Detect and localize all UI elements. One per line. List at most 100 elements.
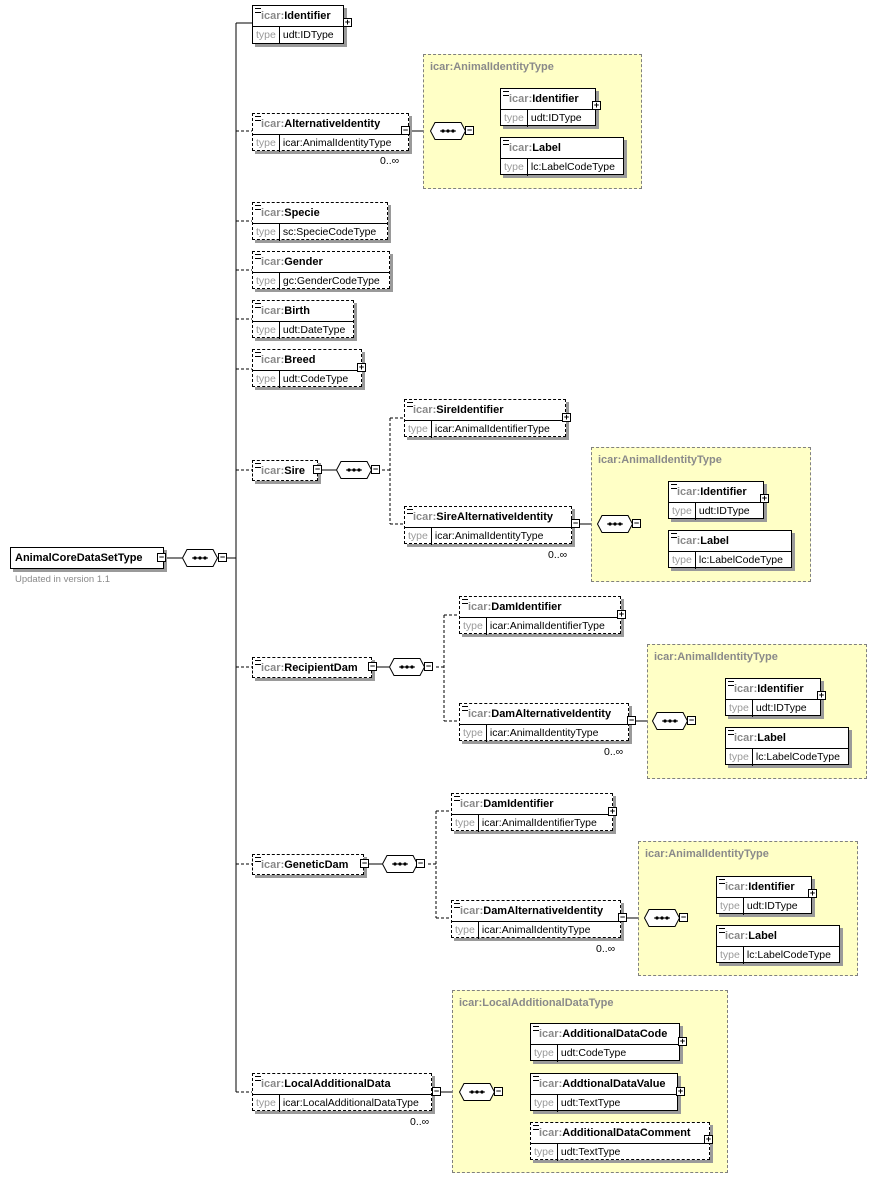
element-name: Gender [284,256,323,268]
expand-breed-icon[interactable]: + [357,362,366,372]
expand-icon[interactable]: + [592,100,601,110]
collapse-genetic-dam-icon[interactable]: − [360,858,369,868]
element-name: DamAlternativeIdentity [491,708,612,720]
element-type: udt:DateType [282,324,346,336]
element-corner-icon [503,91,509,96]
element-type: udt:CodeType [282,373,349,385]
root-type-box[interactable]: AnimalCoreDataSetType [10,547,164,569]
main-sequence-collapse-icon[interactable]: − [218,552,227,562]
multiplicity-label: 0..∞ [604,746,624,758]
sequence-collapse-icon[interactable]: − [371,464,380,474]
collapse-sire-icon[interactable]: − [313,464,322,474]
element-name: AdditionalDataCode [562,1028,668,1040]
expand-identifier-icon[interactable]: + [343,17,352,27]
main-sequence-icon[interactable] [182,549,218,567]
collapse-recipient-dam-icon[interactable]: − [368,661,377,671]
element-type: icar:LocalAdditionalDataType [282,1097,419,1109]
element-name: Identifier [284,10,331,22]
collapse-icon[interactable]: − [618,912,627,922]
expand-icon[interactable]: + [678,1036,687,1046]
sequence-collapse-icon[interactable]: − [687,715,696,725]
element-type: icar:AnimalIdentifierType [481,817,597,829]
element-sire[interactable]: icar:Sire [252,460,318,481]
expand-icon[interactable]: + [676,1086,685,1096]
element-corner-icon [255,303,261,308]
group-title: icar:AnimalIdentityType [598,454,722,466]
sequence-collapse-icon[interactable]: − [416,858,425,868]
multiplicity-label: 0..∞ [548,549,568,561]
expand-icon[interactable]: + [608,806,617,816]
sequence-icon-alt-identity[interactable] [430,122,466,140]
expand-icon[interactable]: + [562,412,571,422]
sequence-icon[interactable] [382,855,418,873]
collapse-local-additional-data-icon[interactable]: − [432,1086,441,1096]
element-corner-icon [407,402,413,407]
element-name: Label [757,732,786,744]
element-type: udt:IDType [698,505,750,517]
root-collapse-icon[interactable]: − [157,552,166,562]
element-corner-icon [728,681,734,686]
element-corner-icon [255,254,261,259]
expand-icon[interactable]: + [704,1134,713,1144]
element-type: udt:TextType [560,1097,621,1109]
element-recipient-dam[interactable]: icar:RecipientDam [252,657,372,678]
collapse-icon[interactable]: − [627,715,636,725]
element-name: Specie [284,207,320,219]
element-corner-icon [255,116,261,121]
expand-icon[interactable]: + [760,493,769,503]
sequence-icon[interactable] [644,909,680,927]
element-type: lc:LabelCodeType [755,751,840,763]
element-type: icar:AnimalIdentityType [481,924,591,936]
sequence-icon[interactable] [597,515,633,533]
expand-icon[interactable]: + [817,690,826,700]
collapse-alternative-identity-icon[interactable]: − [401,125,410,135]
element-name: Label [748,930,777,942]
element-name: Breed [284,354,316,366]
element-name: Birth [284,305,310,317]
sequence-icon[interactable] [652,712,688,730]
expand-icon[interactable]: + [617,609,626,619]
multiplicity-label: 0..∞ [380,155,400,167]
collapse-icon[interactable]: − [571,518,580,528]
element-name: RecipientDam [284,662,358,674]
sequence-collapse-icon[interactable]: − [465,125,474,135]
sequence-collapse-icon[interactable]: − [632,518,641,528]
sequence-icon[interactable] [389,658,425,676]
element-genetic-dam[interactable]: icar:GeneticDam [252,854,364,875]
element-name: AdditionalDataComment [562,1127,691,1139]
element-type: udt:IDType [755,702,807,714]
element-type: icar:AnimalIdentifierType [434,423,550,435]
element-type: lc:LabelCodeType [698,554,783,566]
sequence-icon-sire[interactable] [336,461,372,479]
sequence-icon[interactable] [459,1083,495,1101]
sequence-collapse-icon[interactable]: − [679,912,688,922]
sequence-collapse-icon[interactable]: − [494,1086,503,1096]
sequence-collapse-icon[interactable]: − [424,661,433,671]
expand-icon[interactable]: + [808,888,817,898]
element-corner-icon [533,1026,539,1031]
